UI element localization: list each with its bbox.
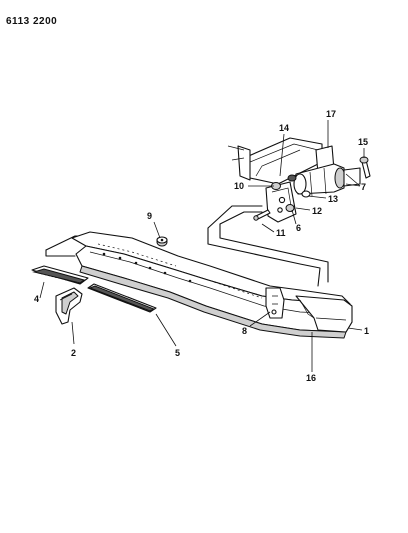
callout-4: 4: [34, 294, 39, 304]
callout-1: 1: [364, 326, 369, 336]
callout-8: 8: [242, 326, 247, 336]
callout-7: 7: [361, 182, 366, 192]
callout-6: 6: [296, 223, 301, 233]
callout-16: 16: [306, 373, 316, 383]
energy-absorber-assembly: [227, 120, 371, 223]
callout-labels: 1 2 4 5 6 7 8 9 10 11 12 13 14 15 16 17: [34, 109, 369, 383]
rear-bumper-assembly: [71, 231, 353, 339]
callout-17: 17: [326, 109, 336, 119]
callout-5: 5: [175, 348, 180, 358]
callout-14: 14: [279, 123, 289, 133]
nut: [156, 236, 168, 247]
corner-guard: [55, 287, 83, 325]
callout-15: 15: [358, 137, 368, 147]
rub-strip-center: [87, 283, 157, 313]
frame-rail-outline: [45, 205, 329, 287]
callout-10: 10: [234, 181, 244, 191]
callout-9: 9: [147, 211, 152, 221]
callout-11: 11: [276, 228, 286, 238]
leader-lines: [39, 133, 365, 372]
callout-12: 12: [312, 206, 322, 216]
callout-2: 2: [71, 348, 76, 358]
callout-13: 13: [328, 194, 338, 204]
rub-strip-left: [31, 265, 89, 285]
diagram-code: 6113 2200: [6, 16, 57, 27]
